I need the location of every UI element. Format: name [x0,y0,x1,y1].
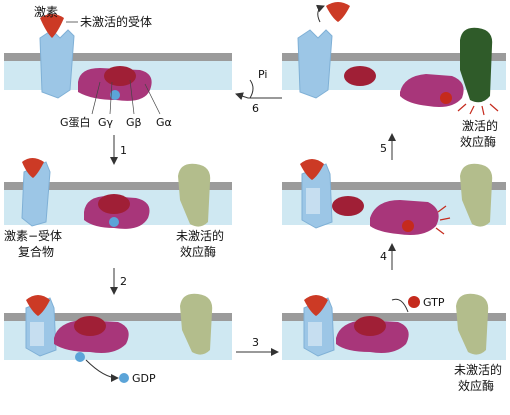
hormone-receptor-complex-label-line2: 复合物 [18,244,54,259]
inactive-receptor [297,29,333,99]
gtp-molecule [402,220,414,232]
g-alpha-subunit [54,320,129,353]
inactive-receptor [39,29,75,99]
receptor-highlight [308,322,322,346]
hormone [300,159,324,180]
g-beta-gamma-subunit [98,194,130,214]
hormone-label: 激素 [34,5,58,19]
hormone-receptor-complex-label-line1: 激素−受体 [4,229,62,243]
g-beta-gamma-subunit [332,196,364,216]
hormone-released [326,2,350,22]
gdp-molecule [110,90,120,100]
inactive-effector-enzyme [460,163,493,227]
inactive-receptor-label: 未激活的受体 [80,14,152,29]
activated-effector-label-line2: 效应酶 [460,134,496,149]
step-6-arrow [235,92,282,101]
receptor-highlight [306,188,320,214]
activated-effector-label-line1: 激活的 [462,118,498,133]
step-3-number: 3 [252,336,259,349]
g-beta-gamma-subunit [74,316,106,336]
gtp-binding-arrow [391,298,409,313]
g-alpha-gtp-subunit [400,74,464,107]
inactive-effector-label-line2: 效应酶 [180,244,216,259]
pi-label: Pi [258,68,267,81]
gdp-released [75,352,85,362]
pi-release-line [249,79,254,99]
gtp-molecule [440,92,452,104]
hormone [22,158,44,178]
hormone-receptor-complex [21,161,51,227]
hormone [40,14,64,38]
receptor-highlight [30,322,44,346]
hormone [26,295,50,316]
g-beta-label: Gβ [126,116,142,129]
panel-1 [39,14,161,115]
gdp-molecule [119,373,129,383]
inactive-effector-enzyme [456,293,489,355]
inactive-effector-b-label-line1: 未激活的 [454,362,502,377]
step-2-number: 2 [120,275,127,288]
panel-2 [21,158,211,229]
gdp-molecule [109,217,119,227]
hormone-release-arrow [316,4,325,23]
inactive-effector-b-label-line2: 效应酶 [458,378,494,393]
gdp-release-arrow [85,359,119,382]
panel-5 [300,159,493,235]
gdp-label: GDP [132,372,156,385]
step-6-number: 6 [252,102,259,115]
gtp-label: GTP [423,296,445,309]
step-1-number: 1 [120,144,127,157]
gtp-molecule [408,296,420,308]
step-5-number: 5 [380,142,387,155]
g-beta-gamma-subunit [344,66,376,86]
g-gamma-label: Gγ [98,116,114,129]
inactive-effector-enzyme [178,163,211,227]
inactive-effector-label-line1: 未激活的 [176,228,224,243]
panel-3 [25,293,213,383]
activated-effector-enzyme [460,27,493,103]
hormone [304,295,328,316]
g-alpha-gtp-subunit [370,200,439,235]
g-protein-label: G蛋白 [60,115,91,129]
panel-6 [297,2,499,116]
g-alpha-subunit [336,320,409,353]
panel-4 [303,293,489,357]
step-4-number: 4 [380,250,387,263]
g-alpha-label: Gα [156,116,172,129]
g-beta-gamma-subunit [104,66,136,86]
inactive-effector-enzyme [180,293,213,355]
g-beta-gamma-subunit [354,316,386,336]
